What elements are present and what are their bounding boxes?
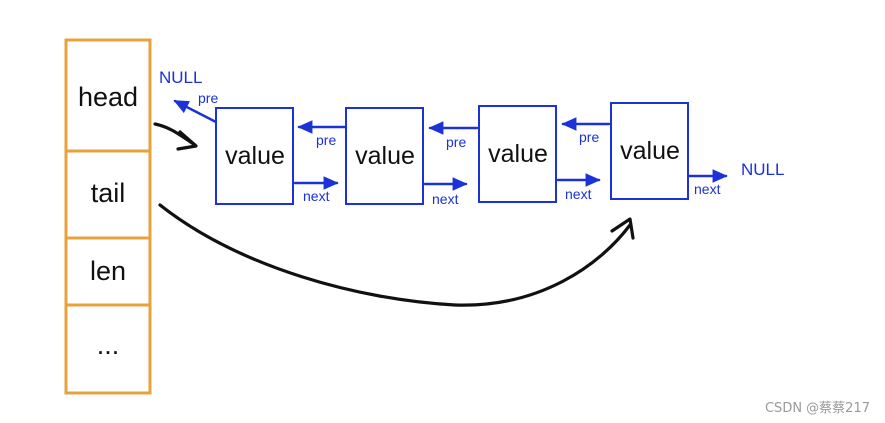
next-label-1-2: next <box>303 188 330 204</box>
node-3-value: value <box>488 140 548 168</box>
next-label-2-3: next <box>432 191 459 207</box>
next-label-3-4: next <box>565 186 592 202</box>
node-3: value <box>478 105 557 203</box>
tail-pointer-arrowhead <box>610 217 635 240</box>
struct-field-more: ... <box>97 330 120 360</box>
node-3-box <box>478 105 557 203</box>
list-struct: head tail len ... <box>64 38 152 395</box>
struct-field-len: len <box>90 256 126 286</box>
node-4-value: value <box>620 137 680 165</box>
node-4-box <box>610 102 689 200</box>
pre-link-null: pre NULL <box>159 68 218 124</box>
node-2-box <box>345 107 424 205</box>
pre-arrow-null <box>173 99 218 124</box>
pre-label-2-1: pre <box>316 132 336 148</box>
head-pointer <box>153 122 198 151</box>
next-link-3-4: next <box>556 173 601 202</box>
node-1: value <box>215 107 294 205</box>
struct-cell-more <box>64 303 152 395</box>
pre-link-2-1: pre <box>297 120 348 148</box>
pre-label-3-2: pre <box>446 134 466 150</box>
null-label-right: NULL <box>741 160 784 179</box>
pre-label-null: pre <box>198 90 218 106</box>
node-2: value <box>345 107 424 205</box>
pre-link-3-2: pre <box>428 121 479 150</box>
next-link-2-3: next <box>423 177 468 207</box>
node-4: value <box>610 102 689 200</box>
next-link-null: next NULL <box>687 160 784 197</box>
tail-pointer <box>158 203 635 307</box>
tail-pointer-curve <box>158 203 632 307</box>
node-1-value: value <box>225 142 285 170</box>
pre-link-4-3: pre <box>561 117 611 145</box>
next-label-null: next <box>694 181 721 197</box>
pre-label-4-3: pre <box>579 129 599 145</box>
struct-field-tail: tail <box>91 178 126 208</box>
null-label-left: NULL <box>159 68 202 87</box>
struct-cell-head <box>64 38 152 153</box>
head-pointer-arrowhead <box>176 130 198 151</box>
node-2-value: value <box>355 142 415 170</box>
watermark-text: CSDN @蔡蔡217 <box>765 401 870 416</box>
next-link-1-2: next <box>293 176 339 204</box>
struct-field-head: head <box>78 82 138 112</box>
node-1-box <box>215 107 294 205</box>
